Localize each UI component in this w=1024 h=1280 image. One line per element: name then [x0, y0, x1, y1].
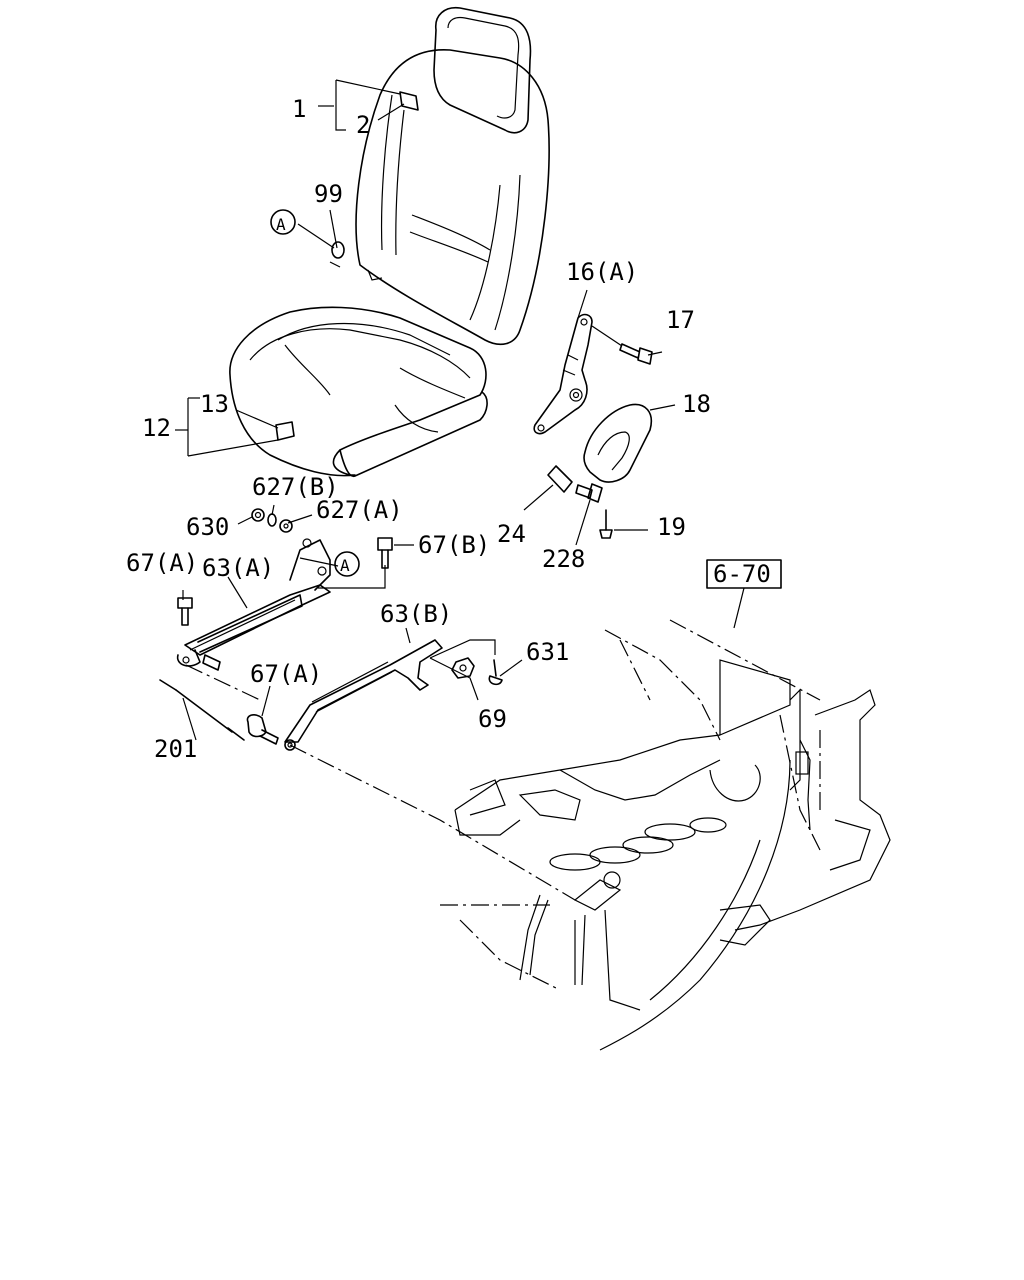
pin-24 — [547, 465, 573, 493]
label-13: 13 — [200, 390, 229, 418]
cab-floor — [440, 619, 891, 1051]
label-69: 69 — [478, 705, 507, 733]
label-63b: 63(B) — [380, 600, 452, 628]
label-6-70: 6-70 — [713, 560, 771, 588]
washer-99 — [331, 241, 345, 259]
label-2: 2 — [356, 111, 370, 139]
seat-rail-b — [284, 639, 443, 751]
label-631: 631 — [526, 638, 569, 666]
marker-circle-a2 — [334, 551, 360, 577]
seat-rail-a — [176, 538, 331, 671]
reference-box — [706, 559, 782, 589]
label-627a: 627(A) — [316, 496, 403, 524]
bolt-67b — [377, 537, 393, 569]
bolt-228 — [575, 483, 603, 503]
label-228: 228 — [542, 545, 585, 573]
label-99: 99 — [314, 180, 343, 208]
label-12: 12 — [142, 414, 171, 442]
label-marker-a1: A — [276, 215, 286, 234]
label-16a: 16(A) — [566, 258, 638, 286]
bolt-67a-bottom — [246, 713, 279, 745]
recliner-bracket — [533, 313, 593, 435]
label-19: 19 — [657, 513, 686, 541]
callout-labels: 1 2 99 A 16(A) 17 18 13 12 627(B) 630 62… — [126, 95, 771, 763]
cable-201 — [159, 679, 245, 741]
label-627b: 627(B) — [252, 473, 339, 501]
label-marker-a2: A — [340, 556, 350, 575]
label-67b: 67(B) — [418, 531, 490, 559]
bolt-17 — [619, 343, 653, 365]
clip-631 — [488, 659, 503, 686]
label-67a-bottom: 67(A) — [250, 660, 322, 688]
nut-69 — [451, 657, 475, 679]
screw-19 — [599, 509, 613, 539]
bolt-67a-top — [177, 597, 193, 626]
label-201: 201 — [154, 735, 197, 763]
label-630: 630 — [186, 513, 229, 541]
leader-lines — [175, 79, 745, 901]
label-63a: 63(A) — [202, 554, 274, 582]
recliner-cover — [583, 403, 652, 483]
seat-cushion — [229, 306, 488, 478]
label-67a-top: 67(A) — [126, 549, 198, 577]
marker-circle-a1 — [270, 209, 296, 235]
label-1: 1 — [292, 95, 306, 123]
seat-back — [355, 6, 550, 346]
label-24: 24 — [497, 520, 526, 548]
label-18: 18 — [682, 390, 711, 418]
label-17: 17 — [666, 306, 695, 334]
